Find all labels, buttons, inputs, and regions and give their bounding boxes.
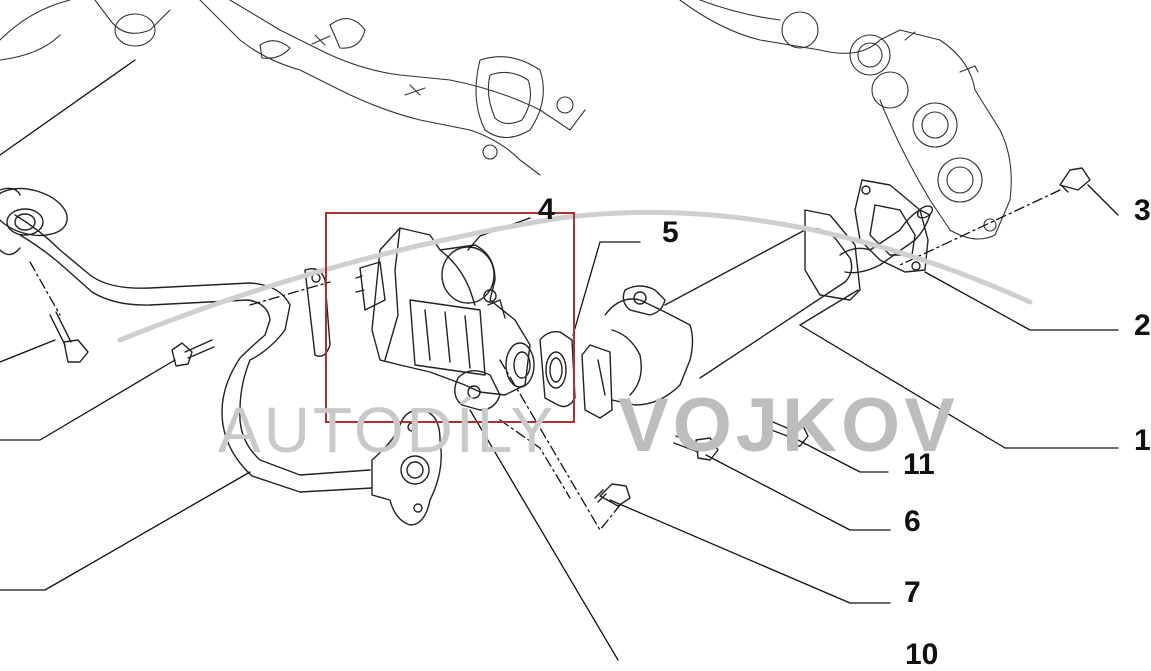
egr-pipe bbox=[0, 187, 442, 526]
part-label-6: 6 bbox=[904, 505, 921, 538]
intake-manifold-left bbox=[0, 0, 586, 176]
part-label-3: 3 bbox=[1134, 194, 1151, 227]
bolt-item-7 bbox=[594, 483, 631, 507]
part-label-7: 7 bbox=[904, 576, 921, 609]
part-label-4: 4 bbox=[538, 193, 555, 226]
bolt-left-1 bbox=[49, 311, 89, 363]
egr-valve bbox=[355, 227, 535, 396]
watermark-text-bold: VOJKOV bbox=[618, 383, 959, 468]
part-label-1: 1 bbox=[1134, 424, 1151, 457]
part-label-11: 11 bbox=[903, 448, 935, 481]
watermark-swoosh bbox=[117, 209, 1033, 343]
bolt-item-3 bbox=[1059, 167, 1091, 193]
part-label-2: 2 bbox=[1134, 309, 1151, 342]
exhaust-manifold-right bbox=[679, 0, 1012, 240]
part-label-5: 5 bbox=[662, 216, 679, 249]
part-label-10: 10 bbox=[905, 638, 939, 671]
watermark-text-light: AUTODÍLY bbox=[218, 394, 557, 466]
gasket bbox=[454, 330, 576, 411]
bolt-item-6 bbox=[673, 435, 719, 461]
bolt-item-11 bbox=[765, 419, 809, 447]
bolt-left-2 bbox=[171, 339, 215, 367]
highlighted-egr-valve-box bbox=[325, 212, 575, 423]
egr-exploded-diagram bbox=[0, 0, 1119, 661]
